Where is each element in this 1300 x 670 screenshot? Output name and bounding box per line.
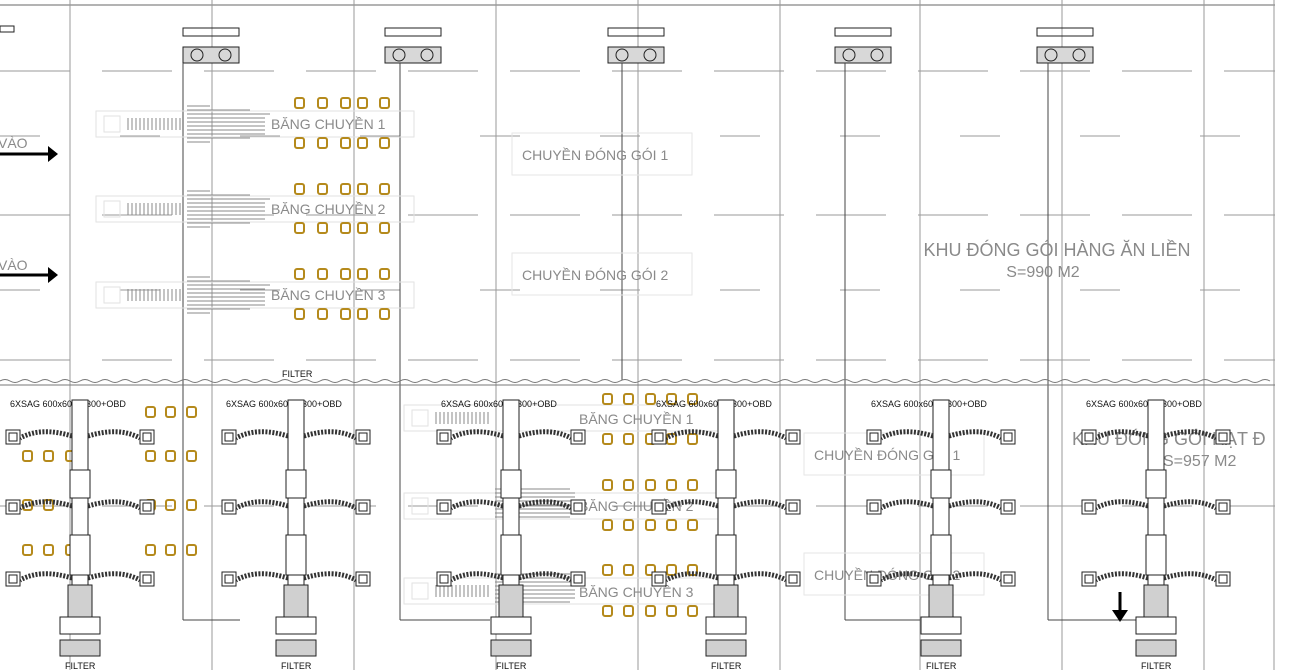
- filter-label: FILTER: [282, 369, 313, 379]
- outdoor-unit: [1036, 27, 1094, 64]
- upper-zone: KHU ĐÓNG GÓI HÀNG ĂN LIỀN S=990 M2: [923, 239, 1190, 281]
- outdoor-unit: [834, 27, 892, 64]
- zone-title: KHU ĐÓNG GÓI HẠT Đ: [1072, 428, 1266, 449]
- zone-area: S=957 M2: [1163, 453, 1236, 470]
- filter-label: FILTER: [1141, 661, 1172, 670]
- zone-title: KHU ĐÓNG GÓI HÀNG ĂN LIỀN: [923, 239, 1190, 260]
- conveyor-label: BĂNG CHUYỀN 1: [271, 116, 386, 132]
- duct-spec-label: 6XSAG 600x600,D300+OBD: [10, 399, 126, 409]
- packing-line-label: CHUYỀN ĐÓNG GÓI 1: [522, 147, 668, 163]
- filter-label: FILTER: [711, 661, 742, 670]
- conveyor-2: BĂNG CHUYỀN 2: [95, 190, 415, 228]
- conveyor-1: BĂNG CHUYỀN 1: [95, 105, 415, 143]
- duct-spec-label: 6XSAG 600x600,D300+OBD: [656, 399, 772, 409]
- upper-conveyors: BĂNG CHUYỀN 1 BĂNG CHUYỀN 2: [95, 105, 415, 314]
- entry-label: VÀO: [0, 135, 28, 151]
- outdoor-units-top: [0, 25, 1140, 621]
- duct-spec-label: 6XSAG 600x600,D300+OBD: [871, 399, 987, 409]
- duct-assembly: 6XSAG 600x600,D300+OBD FILTER: [1081, 399, 1231, 670]
- duct-assembly: 6XSAG 600x600,D300+OBD FILTER: [436, 399, 586, 670]
- conveyor-label: BĂNG CHUYỀN 3: [579, 584, 694, 600]
- packing-line-label: CHUYỀN ĐÓNG GÓI 1: [814, 447, 960, 463]
- duct-assembly: 6XSAG 600x600,D300+OBD FILTER: [866, 399, 1016, 670]
- filter-label: FILTER: [926, 661, 957, 670]
- duct-spec-label: 6XSAG 600x600,D300+OBD: [226, 399, 342, 409]
- conveyor-label: BĂNG CHUYỀN 3: [271, 287, 386, 303]
- lower-packing-lines: CHUYỀN ĐÓNG GÓI 1 CHUYỀN ĐÓNG GÓI 2: [803, 432, 985, 596]
- duct-spec-label: 6XSAG 600x600,D300+OBD: [1086, 399, 1202, 409]
- outdoor-unit: [182, 27, 240, 64]
- duct-assembly: 6XSAG 600x600,D300+OBD FILTER: [651, 399, 801, 670]
- down-arrow-icon: [1112, 592, 1128, 622]
- conveyor-label: BĂNG CHUYỀN 1: [579, 411, 694, 427]
- outdoor-unit: [607, 27, 665, 64]
- upper-packing-lines: CHUYỀN ĐÓNG GÓI 1 CHUYỀN ĐÓNG GÓI 2: [511, 132, 693, 296]
- duct-assembly: 6XSAG 600x600,D300+OBD FILTER: [5, 399, 155, 670]
- upper-workstations: [294, 97, 390, 320]
- conveyor-label: BĂNG CHUYỀN 2: [271, 201, 386, 217]
- filter-label: FILTER: [65, 661, 96, 670]
- conveyor-3: BĂNG CHUYỀN 3: [95, 276, 415, 314]
- duct-assembly: 6XSAG 600x600,D300+OBD FILTER: [221, 399, 371, 670]
- packing-line-label: CHUYỀN ĐÓNG GÓI 2: [522, 267, 668, 283]
- zone-boundary: [0, 379, 1275, 386]
- filter-label: FILTER: [496, 661, 527, 670]
- zone-area: S=990 M2: [1006, 264, 1079, 281]
- entry-label: VÀO: [0, 257, 28, 273]
- filter-label: FILTER: [281, 661, 312, 670]
- outdoor-unit: [384, 27, 442, 64]
- entry-arrows: VÀO VÀO: [0, 135, 58, 283]
- duct-spec-label: 6XSAG 600x600,D300+OBD: [441, 399, 557, 409]
